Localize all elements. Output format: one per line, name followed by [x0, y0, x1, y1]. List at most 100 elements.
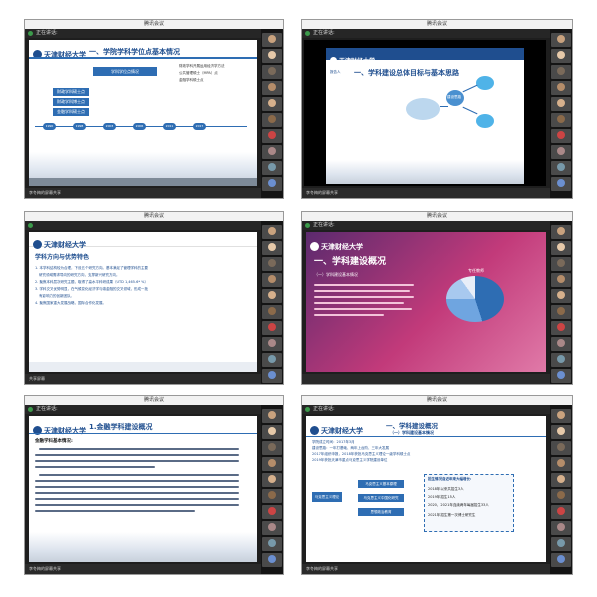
text-line — [314, 284, 414, 286]
participant-video[interactable] — [551, 521, 571, 535]
avatar — [557, 227, 565, 235]
participant-video[interactable] — [551, 273, 571, 287]
side-label-box: 马克思主义理论 — [312, 492, 342, 502]
diagram-node — [476, 114, 494, 128]
participant-video[interactable] — [551, 473, 571, 487]
share-status-bar: 李冬梅的屏幕共享 — [25, 188, 261, 198]
participant-video[interactable] — [262, 425, 282, 439]
timeline-point: 1990 — [43, 123, 56, 130]
avatar — [557, 523, 565, 531]
participant-video[interactable] — [262, 113, 282, 127]
share-status-bar: 李冬梅的屏幕共享 — [302, 188, 550, 198]
participant-video[interactable] — [551, 33, 571, 47]
participant-video[interactable] — [262, 289, 282, 303]
screenshot-1: 腾讯会议 正在讲话: 天津财经大学 一、学院学科学位点基本情况 学科学位点情况 … — [25, 20, 283, 198]
participant-video[interactable] — [551, 441, 571, 455]
participant-video[interactable] — [551, 97, 571, 111]
participant-video[interactable] — [262, 457, 282, 471]
participant-video[interactable] — [262, 81, 282, 95]
window-title: 腾讯会议 — [302, 20, 572, 29]
box-3: 金融学科硕士点 — [53, 108, 89, 116]
info-line: 学院成立时间：2017年3月 — [312, 440, 355, 444]
screenshot-3: 腾讯会议 天津财经大学 学科方向与优势特色 1. 本学科结构较为合理，下设五个研… — [25, 212, 283, 384]
participant-video[interactable] — [551, 49, 571, 63]
participant-video[interactable] — [551, 457, 571, 471]
participant-panel[interactable] — [550, 405, 572, 574]
participant-video[interactable] — [262, 537, 282, 551]
participant-video[interactable] — [262, 521, 282, 535]
participant-panel[interactable] — [261, 29, 283, 198]
participant-video[interactable] — [262, 225, 282, 239]
enrollment-line: 2020、2021年连续两年每届招生33人 — [428, 503, 489, 507]
speaker-label: 正在讲话: — [36, 30, 58, 36]
participant-video[interactable] — [262, 441, 282, 455]
speaker-label: 正在讲话: — [313, 222, 335, 228]
center-label: 建设思路 — [447, 95, 461, 99]
avatar — [268, 411, 276, 419]
participant-video[interactable] — [551, 409, 571, 423]
slide-title: 一、学院学科学位点基本情况 — [89, 48, 180, 56]
participant-video[interactable] — [262, 177, 282, 191]
participant-video[interactable] — [262, 305, 282, 319]
participant-video[interactable] — [551, 505, 571, 519]
participant-video[interactable] — [262, 473, 282, 487]
participant-video[interactable] — [551, 553, 571, 567]
participant-video[interactable] — [262, 129, 282, 143]
participant-video[interactable] — [262, 257, 282, 271]
enrollment-line: 2019年招生15人 — [428, 495, 456, 499]
participant-video[interactable] — [551, 145, 571, 159]
participant-video[interactable] — [551, 81, 571, 95]
participant-video[interactable] — [262, 409, 282, 423]
university-emblem-icon — [33, 50, 42, 59]
participant-video[interactable] — [551, 289, 571, 303]
participant-video[interactable] — [551, 129, 571, 143]
participant-video[interactable] — [262, 49, 282, 63]
participant-panel[interactable] — [261, 405, 283, 574]
avatar — [268, 371, 276, 379]
participant-video[interactable] — [551, 161, 571, 175]
participant-video[interactable] — [551, 337, 571, 351]
participant-video[interactable] — [551, 113, 571, 127]
participant-video[interactable] — [262, 97, 282, 111]
pie-chart — [446, 276, 504, 322]
participant-video[interactable] — [551, 425, 571, 439]
avatar — [557, 459, 565, 467]
participant-video[interactable] — [551, 305, 571, 319]
participant-video[interactable] — [262, 353, 282, 367]
participant-video[interactable] — [262, 489, 282, 503]
participant-video[interactable] — [551, 321, 571, 335]
note-1: 财政学科开展运用经济学方法 — [179, 64, 225, 68]
participant-video[interactable] — [262, 337, 282, 351]
participant-video[interactable] — [551, 537, 571, 551]
participant-video[interactable] — [262, 65, 282, 79]
participant-video[interactable] — [551, 353, 571, 367]
participant-video[interactable] — [262, 369, 282, 383]
participant-panel[interactable] — [550, 221, 572, 384]
participant-video[interactable] — [551, 369, 571, 383]
participant-video[interactable] — [262, 505, 282, 519]
avatar — [557, 475, 565, 483]
shared-slide: 天津财经大学 报告人 一、学科建设总体目标与基本思路 建设思路 — [304, 40, 546, 186]
participant-video[interactable] — [551, 257, 571, 271]
participant-video[interactable] — [551, 65, 571, 79]
window-title: 腾讯会议 — [25, 396, 283, 405]
participant-video[interactable] — [262, 273, 282, 287]
speaker-bar: 正在讲话: — [302, 405, 550, 414]
participant-video[interactable] — [551, 489, 571, 503]
participant-panel[interactable] — [550, 29, 572, 198]
campus-skyline-image — [29, 532, 257, 562]
participant-video[interactable] — [262, 321, 282, 335]
participant-video[interactable] — [262, 553, 282, 567]
participant-video[interactable] — [551, 241, 571, 255]
participant-panel[interactable] — [261, 221, 283, 384]
info-line: 建设思路：一年打基础、两年上台阶、三年大发展 — [312, 446, 389, 450]
participant-video[interactable] — [262, 241, 282, 255]
share-status-bar: 李冬梅的屏幕共享 — [302, 564, 550, 574]
participant-video[interactable] — [262, 161, 282, 175]
participant-video[interactable] — [551, 225, 571, 239]
participant-video[interactable] — [262, 145, 282, 159]
participant-video[interactable] — [262, 33, 282, 47]
window-title: 腾讯会议 — [25, 20, 283, 29]
window-title: 腾讯会议 — [302, 396, 572, 405]
participant-video[interactable] — [551, 177, 571, 191]
